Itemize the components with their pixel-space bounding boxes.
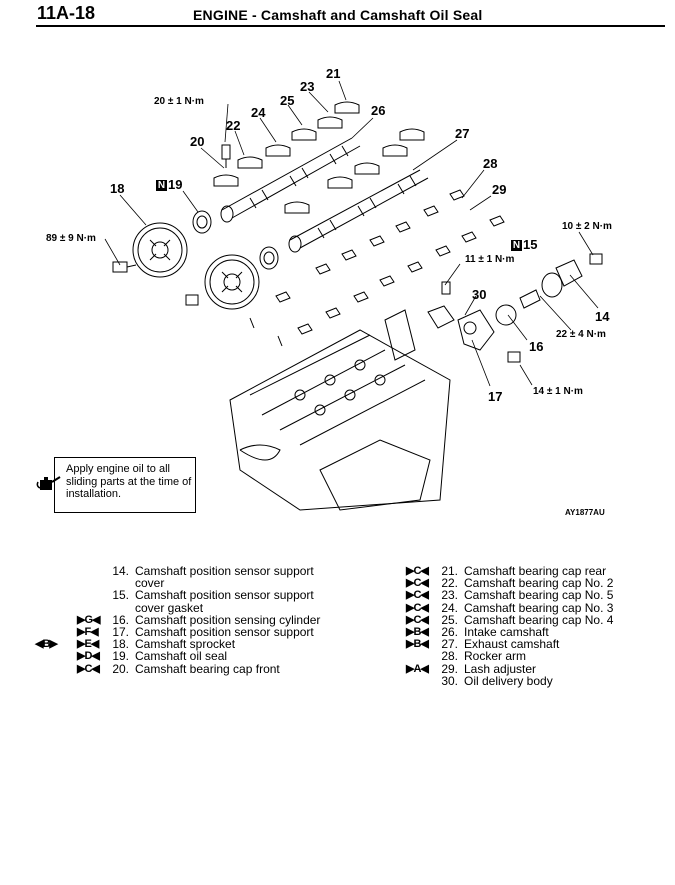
page-title: ENGINE - Camshaft and Camshaft Oil Seal [193, 7, 483, 23]
torque-spec-20: 20 ± 1 N·m [154, 96, 204, 107]
service-marker: ▶B◀ [406, 626, 429, 639]
callout-30: 30 [472, 287, 487, 302]
camshaft-sprocket-rear [204, 254, 260, 310]
list-item: ▶B◀26.Intake camshaft [406, 625, 549, 640]
callout-16: 16 [529, 339, 544, 354]
list-item: ▶F◀ 17.Camshaft position sensor support [77, 625, 314, 640]
n-mark-icon: N [511, 240, 522, 251]
service-marker: ▶E◀ [77, 638, 99, 651]
leader-lines [104, 80, 599, 387]
list-item: ▶C◀24.Camshaft bearing cap No. 3 [406, 600, 614, 615]
list-item: ▶C◀21.Camshaft bearing cap rear [406, 564, 607, 578]
callout-17: 17 [488, 389, 503, 404]
callout-29: 29 [492, 182, 507, 197]
callout-14: 14 [595, 309, 610, 324]
callout-26: 26 [371, 103, 386, 118]
callout-21: 21 [326, 66, 341, 81]
list-item: 30.Oil delivery body [441, 673, 553, 688]
parts-list-left: 14.Camshaft position sensor support cove… [35, 564, 363, 676]
bolts [112, 144, 603, 363]
service-marker: ▶C◀ [77, 662, 100, 675]
lubrication-note-box [54, 457, 196, 513]
list-item: 28.Rocker arm [441, 649, 527, 664]
camshaft-sprocket-front [132, 222, 188, 278]
service-marker: ▶D◀ [77, 650, 100, 663]
service-marker: ▶C◀ [406, 613, 429, 626]
cylinder-head [229, 309, 451, 511]
intake-camshaft [220, 137, 361, 223]
list-item: ▶D◀ 19.Camshaft oil seal [77, 649, 228, 664]
service-marker: ▶G◀ [77, 613, 101, 626]
list-item: 15.Camshaft position sensor support cove… [112, 588, 314, 615]
camshaft-position-sensor-parts [427, 259, 583, 351]
callout-24: 24 [251, 105, 266, 120]
torque-spec-18: 89 ± 9 N·m [46, 233, 96, 244]
callout-27: 27 [455, 126, 470, 141]
parts-list-right: ▶C◀21.Camshaft bearing cap rear ▶C◀22.Ca… [406, 564, 662, 688]
list-item: ▶B◀27.Exhaust camshaft [406, 637, 560, 652]
service-marker: ▶F◀ [77, 626, 99, 639]
n-mark-icon: N [156, 180, 167, 191]
oil-can-icon [36, 476, 61, 490]
exhaust-camshaft [288, 169, 429, 253]
removal-marker: ◀B▶ [35, 638, 58, 651]
torque-spec-17: 14 ± 1 N·m [533, 386, 583, 397]
list-item: ▶C◀23.Camshaft bearing cap No. 5 [406, 588, 614, 603]
page-header: 11A-18 ENGINE - Camshaft and Camshaft Oi… [0, 0, 675, 28]
list-item: ▶A◀29.Lash adjuster [406, 661, 537, 676]
callout-25: 25 [280, 93, 295, 108]
service-marker: ▶C◀ [406, 589, 429, 602]
list-item: ▶C◀22.Camshaft bearing cap No. 2 [406, 576, 614, 591]
service-marker: ▶C◀ [406, 565, 429, 577]
service-marker: ▶B◀ [406, 638, 429, 651]
torque-spec-30: 11 ± 1 N·m [465, 254, 515, 265]
figure-code: AY1877AU [565, 508, 605, 517]
list-item: 14.Camshaft position sensor support cove… [112, 564, 314, 591]
rocker-arms [249, 189, 505, 347]
callout-20: 20 [190, 134, 205, 149]
list-item: ▶C◀25.Camshaft bearing cap No. 4 [406, 612, 614, 627]
torque-spec-15: 10 ± 2 N·m [562, 221, 612, 232]
service-marker: ▶C◀ [406, 601, 429, 614]
service-marker: ▶A◀ [406, 662, 429, 675]
exploded-view-diagram [104, 80, 603, 511]
torque-spec-16: 22 ± 4 N·m [556, 329, 606, 340]
callout-18: 18 [110, 181, 125, 196]
service-marker: ▶C◀ [406, 577, 429, 590]
list-item: ▶C◀ 20.Camshaft bearing cap front [77, 661, 280, 676]
lubrication-note-text: Apply engine oil to all sliding parts at… [66, 463, 192, 500]
list-item: ◀B▶ ▶E◀ 18.Camshaft sprocket [35, 637, 236, 652]
callout-22: 22 [226, 118, 241, 133]
callout-23: 23 [300, 79, 315, 94]
list-item: ▶G◀ 16.Camshaft position sensing cylinde… [77, 612, 321, 627]
header-rule [36, 25, 665, 27]
callout-28: 28 [483, 156, 498, 171]
page-number: 11A-18 [37, 3, 96, 23]
bearing-caps [213, 101, 425, 214]
